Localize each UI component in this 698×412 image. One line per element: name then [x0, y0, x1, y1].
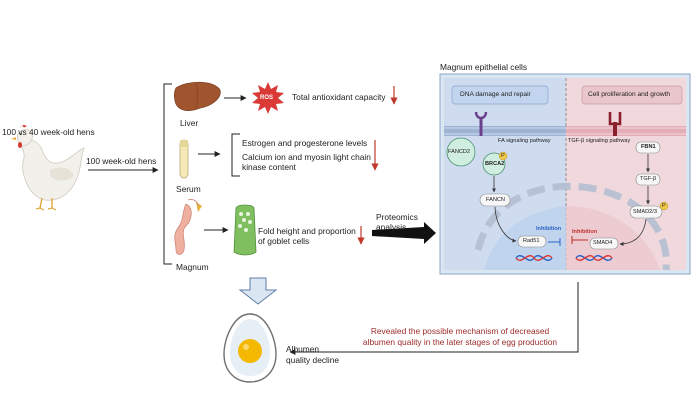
cell-proliferation-box: [581, 85, 683, 105]
cell-proliferation-label: Cell proliferation and growth: [588, 91, 671, 98]
proteomics-label-1: Proteomics: [376, 212, 418, 222]
fancn-label: FANCN: [486, 197, 505, 203]
goblet-fold-icon: [233, 204, 257, 256]
outcome-line-2: quality decline: [286, 355, 340, 365]
proteomics-arrow: [372, 222, 436, 244]
pathway-arrow-fancn-rad51: [494, 206, 517, 243]
membrane-right: [566, 126, 686, 136]
brca2-p-badge: [498, 151, 508, 161]
left-receptor-icon: [474, 111, 488, 136]
hen-illustration: [11, 125, 85, 211]
dna-damage-box: [451, 85, 549, 105]
serum-tube-icon: [179, 139, 189, 179]
tgfb-label: TGF-β: [640, 176, 657, 182]
fbn1-receptor-icon: [608, 112, 622, 136]
fancn-node: [479, 193, 511, 207]
organ-bracket: [163, 83, 172, 265]
panel-title: Magnum epithelial cells: [440, 62, 528, 72]
magnum-result-2: of goblet cells: [258, 236, 310, 246]
serum-result-calcium-2: kinase content: [242, 162, 297, 172]
rad51-label: Rad51: [523, 238, 540, 244]
serum-result-calcium-1: Calcium ion and myosin light chain: [242, 152, 371, 162]
smad4-label: SMAD4: [593, 240, 613, 246]
dna-damage-label: DNA damage and repair: [460, 91, 531, 98]
inhibition-right-label: Inhibition: [572, 229, 598, 235]
conclusion-connector: [289, 282, 579, 355]
smad23-p-badge: [659, 201, 669, 211]
liver-result: Total antioxidant capacity: [292, 92, 386, 102]
nucleus-outline: [474, 182, 670, 271]
smad4-node: [589, 237, 619, 250]
proteomics-label-2: analysis: [376, 222, 407, 232]
tgf-pathway-label: TGF-β signaling pathway: [568, 138, 631, 144]
fancd2-label: FANCD2: [448, 149, 471, 155]
liver-icon: [174, 81, 221, 112]
brca2-p-label: P: [501, 153, 505, 159]
dna-strand-left-icon: [515, 255, 553, 261]
magnum-icon: [174, 199, 202, 255]
magnum-result-1: Fold height and proportion: [258, 226, 356, 236]
rad51-node: [517, 235, 547, 248]
brca2-label: BRCA2: [485, 161, 505, 167]
membrane-left: [444, 126, 566, 136]
tgfb-node: [635, 173, 661, 186]
pathway-arrow-smad23-smad4: [619, 218, 647, 246]
serum-result-hormones: Estrogen and progesterone levels: [242, 138, 368, 148]
inhibition-left-label: Inhibition: [536, 226, 562, 232]
smad23-label: SMAD2/3: [633, 209, 657, 215]
hen-comparison-label: 100 vs 40 week-old hens: [2, 127, 95, 137]
serum-bracket: [231, 133, 240, 177]
hen-arrow-label: 100 week-old hens: [86, 156, 157, 166]
fa-pathway-label: FA signaling pathway: [498, 138, 551, 144]
conclusion-line-2: albumen quality in the later stages of e…: [362, 337, 558, 347]
egg-icon: [223, 313, 277, 383]
fbn1-node: [635, 141, 661, 154]
conclusion-line-1: Revealed the possible mechanism of decre…: [370, 326, 550, 336]
serum-label: Serum: [176, 184, 201, 194]
smad23-p-label: P: [662, 203, 666, 209]
dna-strand-right-icon: [575, 255, 613, 261]
magnum-label: Magnum: [176, 262, 209, 272]
ros-burst-icon: [252, 82, 284, 114]
fbn1-label: FBN1: [641, 144, 656, 150]
fancd2-node: [446, 137, 476, 167]
hollow-down-arrow: [238, 277, 278, 305]
outcome-line-1: Albumen: [286, 344, 320, 354]
ros-badge-label: ROS: [260, 95, 274, 101]
smad23-node: [629, 205, 663, 219]
liver-label: Liver: [180, 118, 199, 128]
brca2-node: [482, 152, 506, 176]
